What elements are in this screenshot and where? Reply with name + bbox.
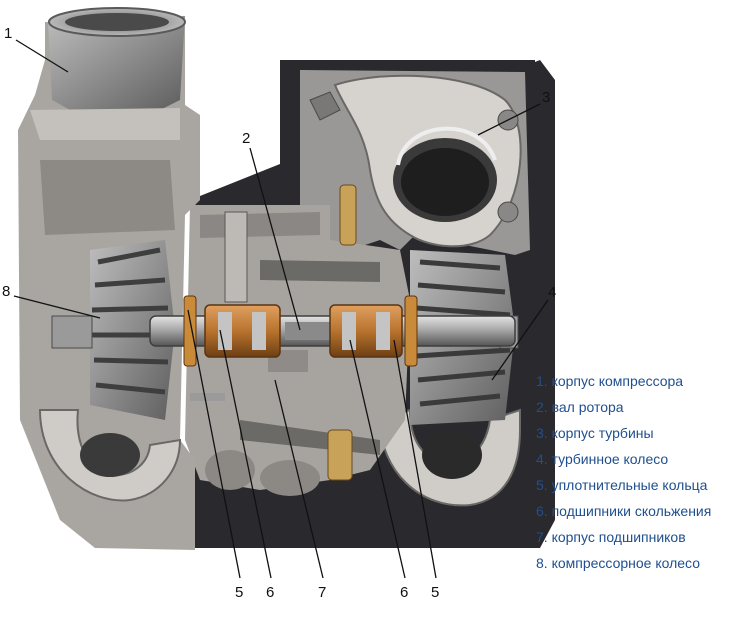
callout-number-1: 1 — [4, 25, 13, 42]
callout-number-6-right: 6 — [400, 584, 409, 601]
callout-number-7: 7 — [318, 584, 327, 601]
callout-number-3: 3 — [542, 89, 551, 106]
compressor-wheel — [51, 240, 175, 420]
legend-item: 7. корпус подшипников — [536, 529, 686, 545]
callout-number-6-left: 6 — [266, 584, 275, 601]
housing-studs — [190, 184, 357, 481]
legend-item: 5. уплотнительные кольца — [536, 477, 708, 493]
callout-number-2: 2 — [242, 130, 251, 147]
legend-item: 1. корпус компрессора — [536, 373, 684, 389]
callout-number-4: 4 — [548, 284, 557, 301]
plain-bearings — [204, 304, 403, 358]
legend-item: 6. подшипники скольжения — [536, 503, 712, 519]
legend-item: 4. турбинное колесо — [536, 451, 669, 467]
parts-legend: 1. корпус компрессора 2. вал ротора 3. к… — [536, 368, 711, 576]
turbine-housing — [300, 70, 530, 507]
legend-item: 8. компрессорное колесо — [536, 555, 700, 571]
callout-number-8: 8 — [2, 283, 11, 300]
sealing-rings — [183, 295, 418, 367]
bearing-housing — [185, 205, 410, 496]
callout-number-5-right: 5 — [431, 584, 440, 601]
callout-leader-lines — [13, 39, 549, 579]
legend-item: 3. корпус турбины — [536, 425, 654, 441]
legend-item: 2. вал ротора — [536, 399, 624, 415]
callout-number-5-left: 5 — [235, 584, 244, 601]
